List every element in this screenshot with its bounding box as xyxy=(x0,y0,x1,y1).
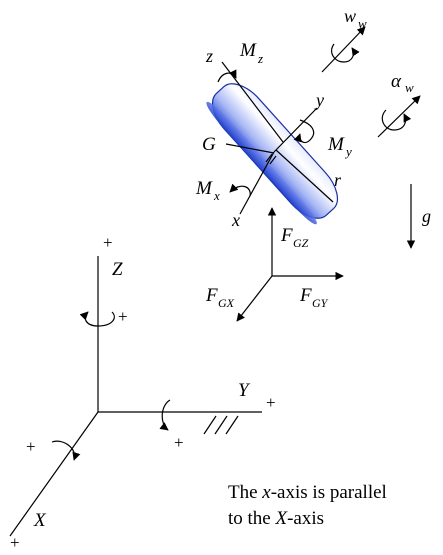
label-FGX: F xyxy=(205,285,218,306)
label-FGZ-sub: GZ xyxy=(293,236,309,250)
mz-rotation-arrow xyxy=(217,69,237,83)
label-My: M xyxy=(327,134,345,155)
contact-forces xyxy=(236,207,344,322)
label-FGY: F xyxy=(299,285,312,306)
label-ww-sub: w xyxy=(358,16,367,31)
radius-line xyxy=(275,149,334,203)
plus-X-rot: + xyxy=(26,437,36,456)
label-ww: w xyxy=(344,6,356,26)
label-FGY-sub: GY xyxy=(312,296,329,310)
plus-Y-end: + xyxy=(266,393,276,412)
global-frame xyxy=(9,256,262,537)
label-Mx: M xyxy=(195,178,213,199)
label-y: y xyxy=(314,90,324,110)
alpha-w-arrow xyxy=(377,95,421,138)
label-FGX-sub: GX xyxy=(218,296,235,310)
fgx-arrow xyxy=(236,275,273,322)
label-g: g xyxy=(422,206,431,226)
mx-rotation-arrow xyxy=(229,183,251,197)
caption: The x-axis is parallel to the X-axis xyxy=(228,480,438,532)
label-Mz: M xyxy=(239,40,257,61)
ww-arrow xyxy=(321,26,366,73)
label-Z: Z xyxy=(112,259,123,280)
label-G: G xyxy=(202,134,216,155)
x-axis-line xyxy=(239,151,275,215)
X-axis xyxy=(9,411,99,537)
g-leader-line xyxy=(225,143,275,154)
labels: z M z w w α w y M y G r M x x g F GZ F G… xyxy=(10,6,431,552)
plus-Y-rot: + xyxy=(174,433,184,452)
plus-Z-end: + xyxy=(103,233,113,252)
plus-X-end: + xyxy=(10,533,20,552)
plus-Z-rot: + xyxy=(118,307,128,326)
label-X: X xyxy=(33,510,47,531)
y-axis-line xyxy=(273,107,318,153)
my-rotation-arrow xyxy=(293,119,315,144)
label-z: z xyxy=(205,46,213,66)
caption-line-1: The x-axis is parallel xyxy=(228,482,387,503)
caption-line-2: to the X-axis xyxy=(228,508,325,529)
label-Mz-sub: z xyxy=(257,51,263,66)
label-x: x xyxy=(231,210,240,230)
label-Y: Y xyxy=(238,380,251,401)
label-FGZ: F xyxy=(280,225,293,246)
label-My-sub: y xyxy=(344,144,352,159)
label-alpha-w-sub: w xyxy=(405,80,414,95)
label-Mx-sub: x xyxy=(213,188,220,203)
label-r: r xyxy=(334,170,342,190)
label-alpha-w: α xyxy=(391,71,402,92)
